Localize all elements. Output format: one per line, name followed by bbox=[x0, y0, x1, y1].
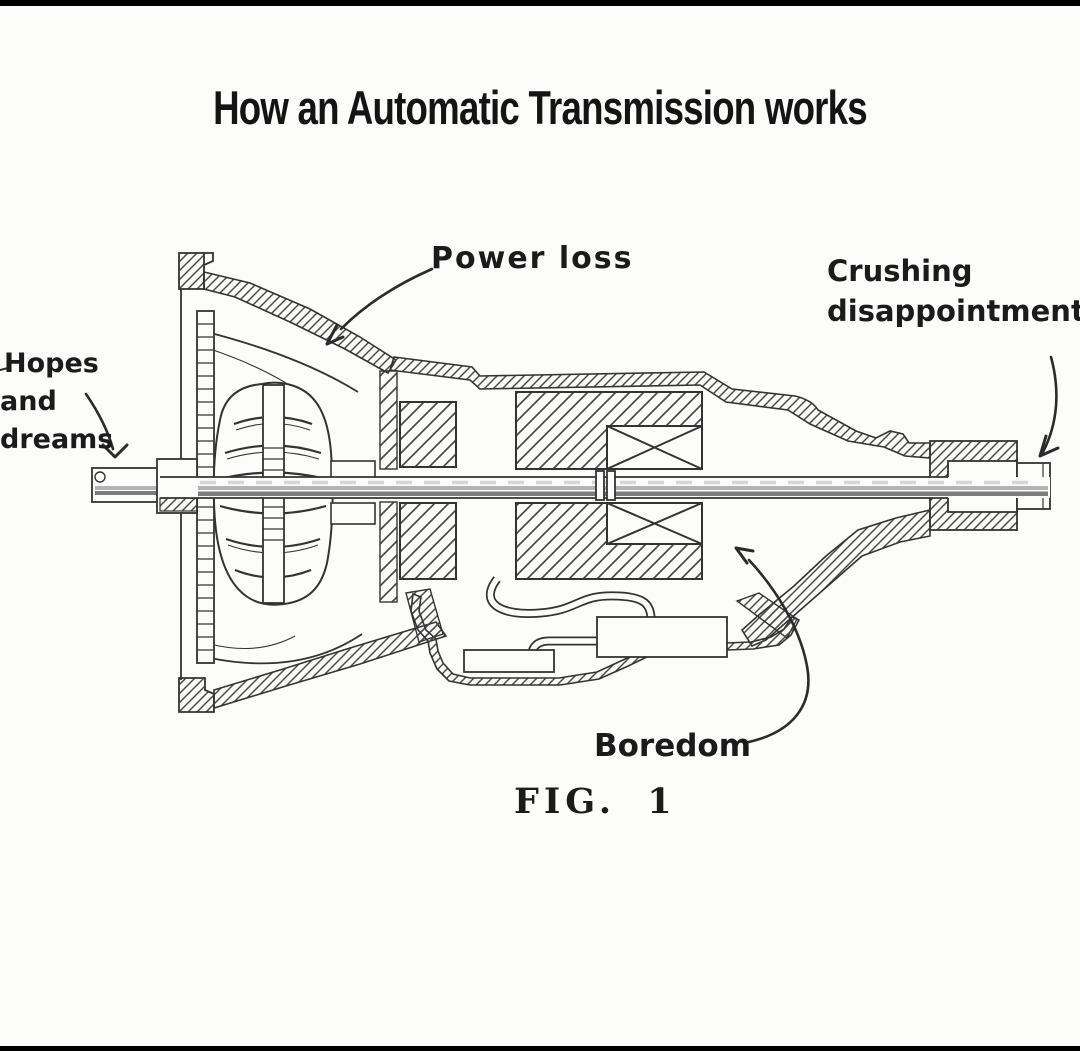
pump-block-lower bbox=[399, 502, 457, 580]
label-hopes-line1: Hopes bbox=[4, 348, 99, 379]
main-shaft bbox=[160, 470, 1050, 501]
planetary-gearset-upper bbox=[606, 425, 703, 470]
label-crushing-line2: disappointment bbox=[827, 294, 1080, 328]
valve-body bbox=[596, 616, 728, 658]
clutch-and-gear-assembly bbox=[399, 391, 703, 580]
bottom-letterbox-bar bbox=[0, 1046, 1080, 1051]
power-loss-arrow bbox=[325, 267, 434, 346]
transmission-case bbox=[379, 356, 931, 648]
page-title: How an Automatic Transmission works bbox=[213, 81, 868, 134]
hydraulic-system bbox=[463, 576, 728, 673]
bell-housing bbox=[178, 252, 448, 713]
oil-pan bbox=[410, 592, 801, 686]
label-boredom: Boredom bbox=[594, 728, 751, 764]
shaft-spline-joint bbox=[595, 470, 605, 501]
top-letterbox-bar bbox=[0, 0, 1080, 6]
pump-block-upper bbox=[399, 401, 457, 468]
label-power-loss: Power loss bbox=[431, 241, 634, 276]
figure-caption: FIG. 1 bbox=[514, 781, 677, 822]
crushing-arrow bbox=[1038, 355, 1060, 458]
oil-filter bbox=[463, 649, 555, 673]
planetary-gearset-lower bbox=[606, 502, 703, 545]
label-hopes-line2: and bbox=[0, 386, 57, 417]
case-top-wall bbox=[388, 356, 931, 459]
case-front-wall bbox=[379, 370, 398, 470]
hopes-arrow bbox=[0, 367, 129, 459]
label-crushing-line1: Crushing bbox=[827, 254, 972, 288]
boredom-arrow bbox=[734, 546, 810, 745]
label-hopes-line3: dreams bbox=[0, 424, 113, 455]
